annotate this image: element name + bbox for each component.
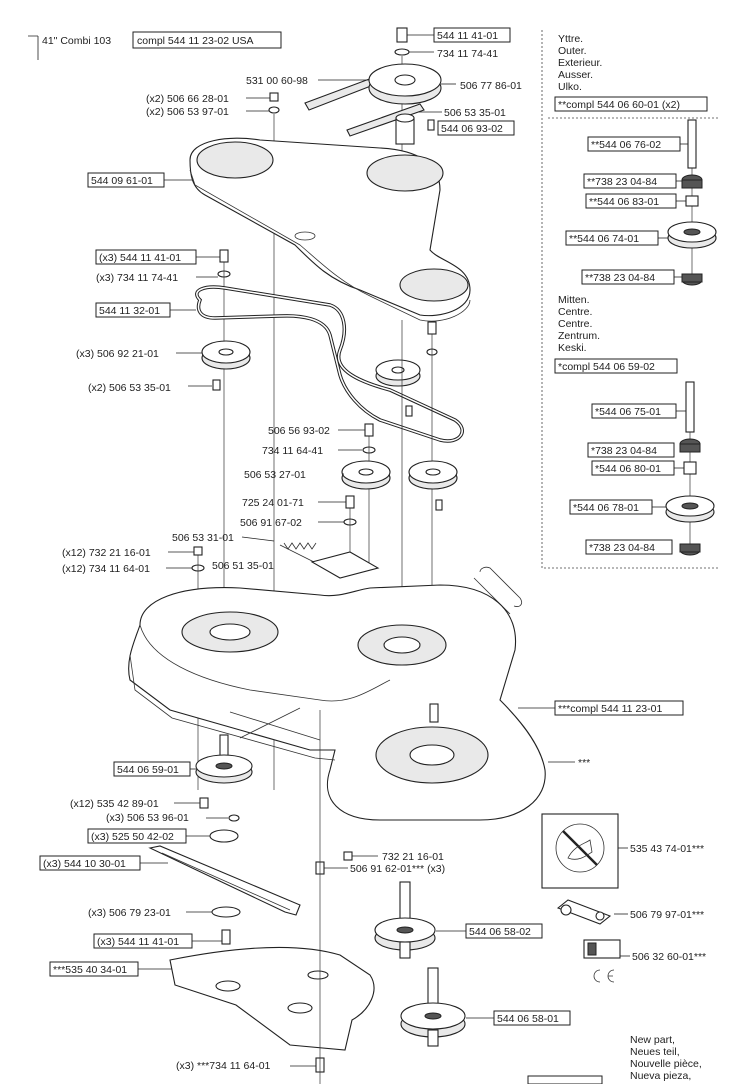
model-title: 41" Combi 103	[42, 35, 111, 47]
washer-x3-label: (x3) 734 11 74-41	[96, 272, 178, 284]
nut-x12-label: (x12) 732 21 16-01	[62, 547, 151, 559]
idler-a-label: 506 53 27-01	[244, 469, 306, 481]
washer-a-label: 734 11 64-41	[262, 445, 323, 457]
spindle-legend-panel: Yttre. Outer. Exterieur. Ausser. Ulko. *…	[541, 30, 720, 569]
top-drive-assembly: 544 11 41-01 734 11 74-41 531 00 60-98 5…	[246, 27, 522, 190]
model-compl: compl 544 11 23-02 USA	[137, 35, 254, 47]
skid-plate: ***535 40 34-01 (x3) ***734 11 64-01	[49, 946, 375, 1084]
legend-center-0: Mitten.	[558, 294, 590, 306]
top-washer-label: 734 11 74-41	[437, 48, 498, 60]
center-part-1: *544 06 75-01	[595, 406, 661, 418]
footer-note-2: Nouvelle pièce,	[630, 1058, 702, 1070]
legend-center-compl: *compl 544 06 59-02	[558, 361, 655, 373]
washer-b-label: 506 91 67-02	[240, 517, 302, 529]
bolt-b-label: 725 24 01-71	[242, 497, 304, 509]
ce-mark-icon	[593, 969, 615, 983]
center-part-5: *738 23 04-84	[589, 542, 655, 554]
belt-cover: 544 09 61-01	[87, 137, 471, 322]
spindle-bottom-label: 544 06 58-01	[497, 1013, 559, 1025]
legend-outer-2: Exterieur.	[558, 57, 602, 69]
footer-note-3: Nueva pieza,	[630, 1070, 691, 1082]
center-part-3: *544 06 80-01	[595, 463, 661, 475]
blade-x3-label: (x3) 544 10 30-01	[43, 858, 126, 870]
bolt-a-label: 506 56 93-02	[268, 425, 330, 437]
footer-note: New part, Neues teil, Nouvelle pièce, Nu…	[527, 1034, 702, 1084]
belt-and-idlers: (x3) 544 11 41-01 (x3) 734 11 74-41 544 …	[76, 249, 464, 720]
spacer-x3-label: (x2) 506 53 35-01	[88, 382, 171, 394]
bolt-right-label: 506 91 62-01*** (x3)	[350, 863, 445, 875]
cover-box-label: 544 09 61-01	[91, 175, 153, 187]
footer-note-0: New part,	[630, 1034, 675, 1046]
nut-box-label: 544 06 93-02	[441, 123, 503, 135]
legend-outer-3: Ausser.	[558, 69, 593, 81]
housing-marker: ***	[578, 757, 590, 769]
tool-label: 506 79 97-01***	[630, 909, 704, 921]
idler-x3-label: (x3) 506 92 21-01	[76, 348, 159, 360]
nut-right-label: 732 21 16-01	[382, 851, 444, 863]
pulley-top-label: 506 77 86-01	[460, 80, 522, 92]
washer-blade-label: (x3) 506 79 23-01	[88, 907, 171, 919]
screw-x3-label: (x3) 544 11 41-01	[99, 252, 181, 264]
washer-x2-label: (x2) 506 53 97-01	[146, 106, 229, 118]
screw-blade-label: (x3) 544 11 41-01	[97, 936, 179, 948]
washer-x12-label: (x12) 734 11 64-01	[62, 563, 150, 575]
ce-label-panel: 506 32 60-01***	[583, 939, 706, 983]
tool-panel: 506 79 97-01***	[556, 899, 704, 925]
cutting-deck: ***compl 544 11 23-01 ***	[128, 566, 684, 821]
legend-outer-0: Yttre.	[558, 33, 583, 45]
tensioner-assembly: 506 56 93-02 734 11 64-41 506 53 27-01 7…	[172, 423, 391, 579]
washer-x3b-label: (x3) 506 53 96-01	[106, 812, 189, 824]
legend-outer-1: Outer.	[558, 45, 587, 57]
legend-center-1: Centre.	[558, 306, 592, 318]
belt-top-label: 531 00 60-98	[246, 75, 308, 87]
decal-panel: 535 43 74-01***	[541, 813, 704, 889]
outer-part-1: **544 06 76-02	[591, 139, 661, 151]
no-feet-warning-decal-icon	[555, 823, 605, 873]
legend-outer-compl: **compl 544 06 60-01 (x2)	[558, 99, 680, 111]
outer-part-3: **544 06 83-01	[589, 196, 659, 208]
right-deck-fasteners: 732 21 16-01 506 91 62-01*** (x3)	[315, 710, 445, 1040]
spacer-label: 506 53 35-01	[444, 107, 506, 119]
top-screw-label: 544 11 41-01	[437, 30, 498, 42]
spindle-left-label: 544 06 59-01	[117, 764, 179, 776]
spacer-b-label: 506 51 35-01	[212, 560, 274, 572]
outer-part-5: **738 23 04-84	[585, 272, 655, 284]
legend-center-2: Centre.	[558, 318, 592, 330]
bolt-bottom-label: (x3) ***734 11 64-01	[176, 1060, 271, 1072]
outer-part-4: **544 06 74-01	[569, 233, 639, 245]
spacer-x3b-label: (x3) 525 50 42-02	[91, 831, 174, 843]
title-block: 41" Combi 103 compl 544 11 23-02 USA	[28, 31, 282, 60]
center-spindle: 544 06 58-02	[374, 881, 543, 959]
center-part-2: *738 23 04-84	[591, 445, 657, 457]
outer-part-2: **738 23 04-84	[587, 176, 657, 188]
legend-outer-4: Ulko.	[558, 81, 582, 93]
left-spindle-assembly: 544 06 59-01 (x12) 535 42 89-01 (x3) 506…	[39, 734, 301, 949]
decal-label: 535 43 74-01***	[630, 843, 704, 855]
spindle-mid-label: 544 06 58-02	[469, 926, 531, 938]
nut-x2-label: (x2) 506 66 28-01	[146, 93, 229, 105]
spring-label: 506 53 31-01	[172, 532, 234, 544]
footer-note-1: Neues teil,	[630, 1046, 680, 1058]
rear-spindle: 544 06 58-01	[400, 967, 571, 1047]
plate-label: ***535 40 34-01	[53, 964, 127, 976]
bolt-x12-label: (x12) 535 42 89-01	[70, 798, 159, 810]
center-part-4: *544 06 78-01	[573, 502, 639, 514]
ce-label: 506 32 60-01***	[632, 951, 706, 963]
belt-box-label: 544 11 32-01	[99, 305, 160, 317]
legend-center-4: Keski.	[558, 342, 587, 354]
housing-label: ***compl 544 11 23-01	[558, 703, 662, 715]
legend-center-3: Zentrum.	[558, 330, 600, 342]
